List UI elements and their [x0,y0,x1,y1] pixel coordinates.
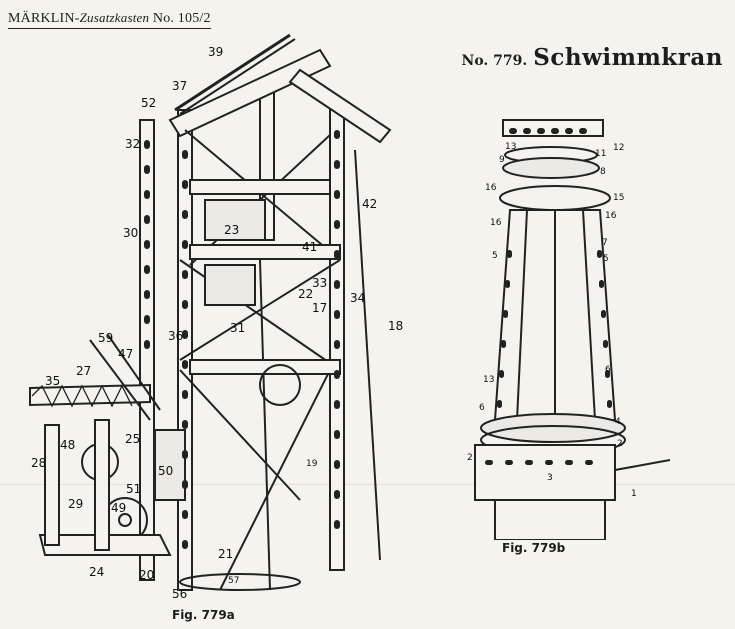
part-label: 2 [617,439,623,449]
page-header: MÄRKLIN-Zusatzkasten No. 105/2 [8,10,211,29]
part-label: 19 [306,459,318,469]
part-label: 25 [125,432,140,446]
model-number: No. 779. [461,53,528,69]
part-label: 16 [490,218,502,228]
brand-name: MÄRKLIN [8,11,75,26]
part-label: 22 [298,287,313,301]
part-label: 49 [111,501,126,515]
part-label: 27 [76,364,91,378]
part-label: 15 [613,193,624,203]
part-label: 5 [603,254,609,264]
figure-779b-drawing: 13 11 12 9 8 16 15 16 16 7 5 5 13 6 6 4 … [467,119,671,540]
part-label: 52 [141,96,156,110]
part-label: 42 [362,197,377,211]
part-label: 39 [208,45,223,59]
part-label: 30 [123,226,138,240]
part-label: 41 [302,240,317,254]
part-label: 8 [600,167,606,177]
part-label: 13 [505,142,516,152]
part-label: 57 [228,576,239,586]
part-label: 29 [68,497,83,511]
part-label: 3 [547,473,553,483]
part-label: 36 [168,329,183,343]
part-label: 18 [388,319,403,333]
part-label: 32 [125,137,140,151]
part-label: 50 [158,464,173,478]
figure-779b-caption: Fig. 779b [502,541,566,555]
part-label: 16 [485,183,497,193]
part-label: 21 [218,547,233,561]
part-label: 24 [89,565,104,579]
part-label: 37 [172,79,187,93]
scan-line [0,484,735,485]
part-label: 17 [312,301,327,315]
part-label: 9 [499,155,505,165]
model-name: Schwimmkran [533,44,723,71]
kit-number: No. 105/2 [152,11,211,26]
part-label: 31 [230,321,245,335]
part-label: 33 [312,276,327,290]
part-label: 35 [45,374,60,388]
part-label: 23 [224,223,239,237]
part-label: 11 [595,149,606,159]
part-label: 4 [615,417,621,427]
part-label: 6 [605,365,611,375]
part-label: 34 [350,291,365,305]
part-label: 13 [483,375,494,385]
part-label: 7 [602,238,608,248]
figure-779a-drawing: 39 37 52 32 30 23 41 42 33 22 17 34 18 3… [29,33,403,601]
part-label: 6 [479,403,485,413]
part-label: 5 [492,251,498,261]
figure-779a-caption: Fig. 779a [172,608,235,622]
kit-name: Zusatzkasten [79,10,150,25]
part-label: 48 [60,438,75,452]
part-label: 2 [467,453,473,463]
part-label: 1 [631,489,637,499]
part-label: 16 [605,211,617,221]
part-label: 59 [98,331,113,345]
part-label: 51 [126,482,141,496]
part-label: 28 [31,456,46,470]
part-label: 12 [613,143,624,153]
model-title: No. 779. Schwimmkran [462,44,723,71]
part-label: 56 [172,587,187,601]
part-label: 47 [118,347,133,361]
part-label: 20 [139,568,154,582]
